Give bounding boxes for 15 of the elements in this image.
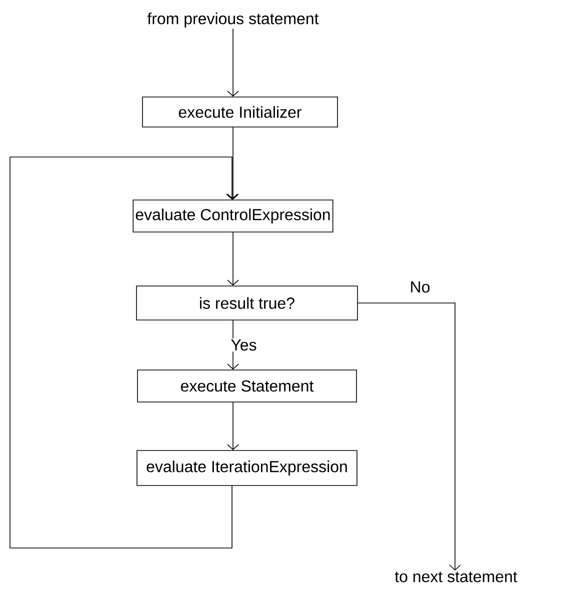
process-box: execute Statement [137,370,357,402]
edge-label: Yes [230,338,258,352]
arrow [227,127,239,200]
process-box: evaluate IterationExpression [136,450,358,486]
arrow [358,302,461,571]
arrow [227,402,239,450]
edge-label: No [408,280,432,294]
arrow [227,28,239,97]
bare-text: from previous statement [147,12,319,28]
process-box: execute Initializer [142,96,338,128]
arrow [10,156,238,548]
bare-text: to next statement [394,572,518,582]
process-box: is result true? [136,286,358,320]
arrow [227,232,239,286]
process-box: evaluate ControlExpression [132,200,334,232]
